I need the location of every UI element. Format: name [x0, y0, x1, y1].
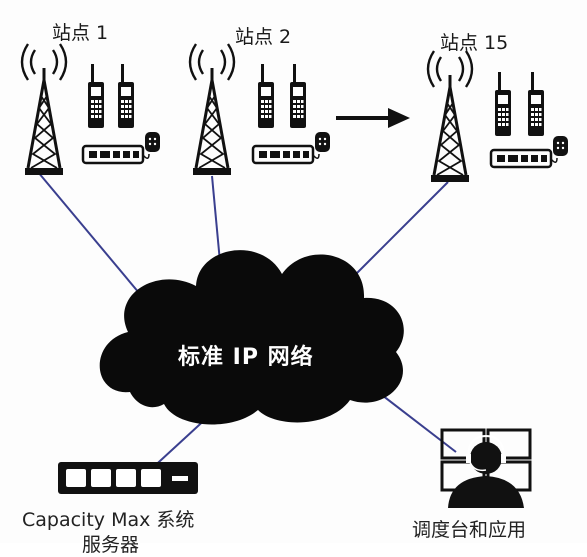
base-station-tower-icon	[188, 42, 236, 177]
cloud-icon	[99, 250, 404, 425]
dispatcher-icon	[440, 428, 532, 508]
portable-radio-icon	[528, 72, 544, 136]
server-label-line2: 服务器	[82, 534, 140, 556]
server-icon	[58, 462, 198, 494]
dispatch-label: 调度台和应用	[412, 519, 527, 541]
portable-radio-icon	[495, 72, 511, 136]
portable-radio-icon	[118, 64, 134, 128]
site1-equipment	[20, 42, 162, 177]
base-station-tower-icon	[20, 42, 68, 177]
mobile-radio-icon	[81, 130, 162, 165]
network-label: 标准 IP 网络	[178, 345, 314, 370]
network-diagram: 站点 1 站点 2 站点 15 标准 IP 网络 Capacity Max 系统…	[20, 22, 570, 556]
server-label: Capacity Max 系统	[22, 509, 195, 531]
site1-label: 站点 1	[52, 22, 109, 44]
mobile-radio-icon	[251, 130, 332, 165]
site2-equipment	[188, 42, 332, 177]
mobile-radio-icon	[489, 134, 570, 169]
site15-label: 站点 15	[440, 32, 509, 54]
arrow-icon	[336, 108, 410, 128]
portable-radio-icon	[88, 64, 104, 128]
site2-label: 站点 2	[235, 26, 292, 48]
base-station-tower-icon	[426, 49, 474, 184]
diagram-canvas	[20, 42, 570, 508]
site15-equipment	[426, 49, 570, 184]
portable-radio-icon	[258, 64, 274, 128]
link-site2	[211, 175, 221, 263]
portable-radio-icon	[290, 64, 306, 128]
